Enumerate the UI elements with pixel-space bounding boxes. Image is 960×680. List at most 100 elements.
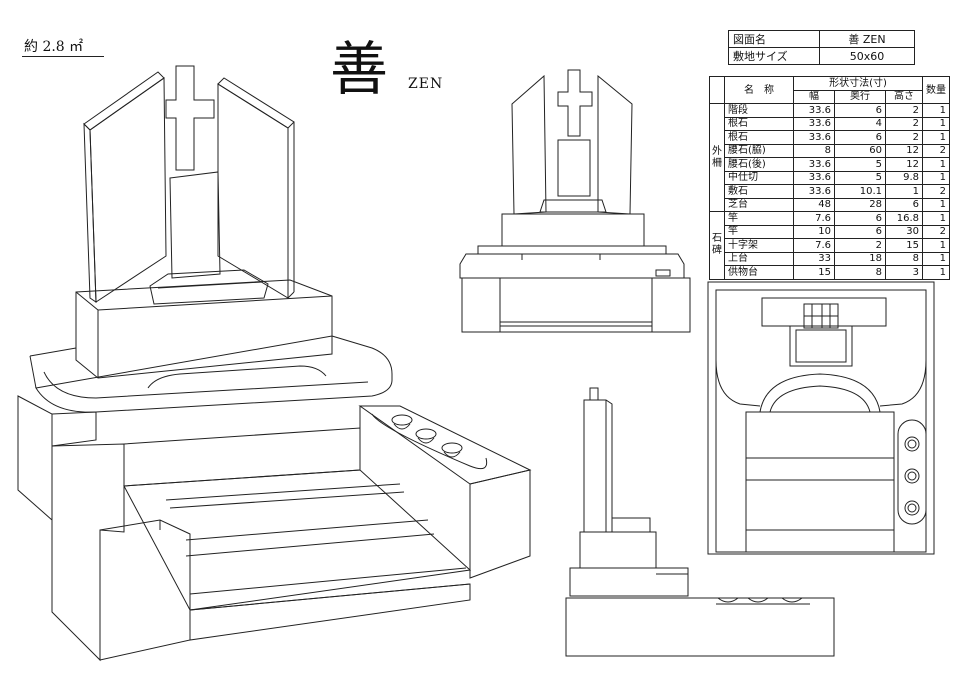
dims-cell-h: 3 (885, 265, 923, 280)
dims-col-qty: 数量 (922, 76, 950, 104)
plan-view (707, 281, 935, 555)
vase-hole-2 (415, 428, 437, 440)
dims-cell-q: 1 (922, 251, 950, 266)
dims-cell-d: 6 (834, 130, 886, 145)
dims-cell-name: 階段 (724, 103, 794, 118)
plan-paving (745, 411, 895, 553)
dims-cell-w: 15 (793, 265, 835, 280)
front-right-wing (597, 74, 633, 215)
dims-header-group: 形状寸法(寸) (793, 76, 923, 91)
dims-col-width: 幅 (793, 89, 835, 104)
dims-cell-d: 2 (834, 238, 886, 253)
front-column (557, 139, 591, 197)
dims-header-blank (709, 76, 725, 104)
dims-cell-w: 33.6 (793, 170, 835, 185)
dims-cell-name: 敷石 (724, 184, 794, 199)
dims-cell-q: 1 (922, 103, 950, 118)
dims-cell-q: 2 (922, 143, 950, 158)
dims-cell-w: 7.6 (793, 238, 835, 253)
dims-cell-q: 1 (922, 170, 950, 185)
dims-cell-name: 上台 (724, 251, 794, 266)
info-value: 50x60 (819, 47, 915, 65)
dims-header-row-2: 幅 奥行 高さ (710, 89, 950, 104)
dims-cell-d: 6 (834, 224, 886, 239)
dims-cell-d: 18 (834, 251, 886, 266)
side-elevation (565, 387, 835, 657)
fence-right-front (469, 469, 531, 579)
info-row-site-size: 敷地サイズ 50x60 (728, 47, 915, 65)
dims-cell-name: 根石 (724, 130, 794, 145)
dims-cell-h: 2 (885, 103, 923, 118)
front-cross (557, 69, 593, 137)
dims-cell-q: 1 (922, 197, 950, 212)
front-offering-stand (539, 199, 607, 213)
dims-cell-h: 2 (885, 116, 923, 131)
plan-outer (707, 281, 935, 555)
right-wing-panel (217, 83, 289, 299)
dims-cell-name: 竿 (724, 224, 794, 239)
lawn-base (29, 335, 393, 413)
dims-cell-name: 腰石(脇) (724, 143, 794, 158)
dims-cell-q: 1 (922, 265, 950, 280)
dims-cell-name: 十字架 (724, 238, 794, 253)
design-name-roman: ZEN (408, 76, 444, 92)
left-wing-top (83, 71, 165, 131)
dims-cell-w: 33.6 (793, 130, 835, 145)
drawing-info-table: 図面名 善 ZEN 敷地サイズ 50x60 (728, 30, 915, 65)
front-upper-base (501, 213, 645, 247)
dims-cell-h: 1 (885, 184, 923, 199)
side-lawn-base (569, 567, 689, 597)
plan-offering (789, 325, 853, 367)
dims-cell-w: 10 (793, 224, 835, 239)
side-offering (611, 517, 651, 533)
dims-col-name: 名 称 (724, 76, 794, 104)
dims-cell-q: 1 (922, 211, 950, 226)
front-elevation (459, 69, 691, 333)
right-wing-top (217, 77, 295, 129)
plan-vase-3 (904, 500, 920, 516)
front-left-wing (511, 74, 547, 215)
dims-cell-d: 4 (834, 116, 886, 131)
plan-vase-2 (904, 468, 920, 484)
dims-header-row-1: 名 称 形状寸法(寸) 数量 (709, 76, 950, 104)
dims-cell-d: 5 (834, 157, 886, 172)
dims-cell-w: 33.6 (793, 184, 835, 199)
dims-cell-w: 7.6 (793, 211, 835, 226)
dims-cell-name: 芝台 (724, 197, 794, 212)
plan-vase-1 (904, 436, 920, 452)
dims-cell-d: 6 (834, 211, 886, 226)
side-upper-base (579, 531, 657, 569)
plan-lawn-arc (759, 373, 881, 413)
fence-left-side (17, 395, 53, 522)
dims-col-height: 高さ (885, 89, 923, 104)
dims-cell-h: 8 (885, 251, 923, 266)
vase-hole-3 (441, 442, 463, 454)
dims-cell-q: 1 (922, 157, 950, 172)
dims-cell-name: 供物台 (724, 265, 794, 280)
dims-col-depth: 奥行 (834, 89, 886, 104)
lawn-base-recess (147, 365, 327, 389)
cross-shape (165, 65, 215, 171)
design-name-kanji: 善 (330, 35, 389, 103)
fence-front-left-block (99, 519, 191, 661)
dims-cell-h: 2 (885, 130, 923, 145)
fence-right-top (358, 405, 532, 485)
dims-cell-d: 8 (834, 265, 886, 280)
dims-cell-h: 12 (885, 143, 923, 158)
left-wing-edge (83, 122, 97, 303)
site-area-label: 約 2.8 ㎡ (24, 39, 84, 55)
front-fence (461, 277, 691, 333)
dims-cell-w: 8 (793, 143, 835, 158)
inner-partition (123, 427, 361, 487)
